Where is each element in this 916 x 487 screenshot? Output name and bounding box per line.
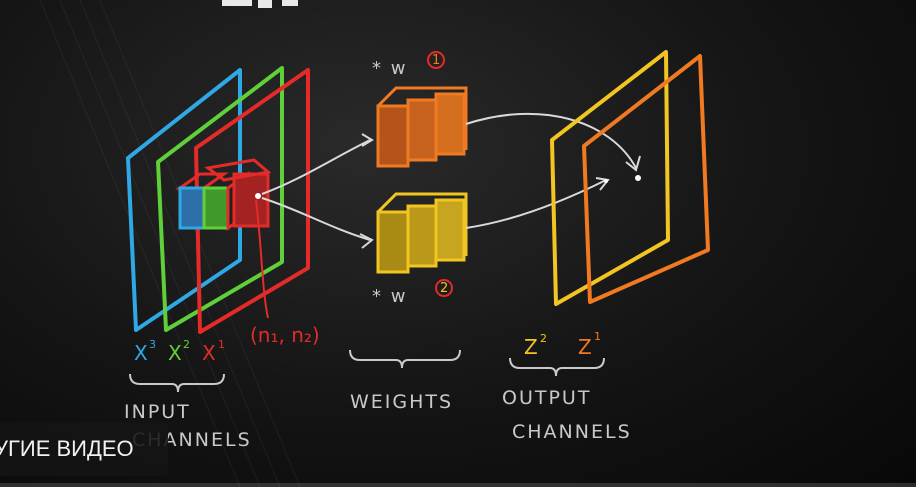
- x1-superscript: 1: [218, 338, 225, 351]
- z1-label: Z: [578, 335, 592, 359]
- title-fragment: [282, 0, 298, 6]
- weight-2-label: * w: [372, 286, 407, 307]
- weights-caption: WEIGHTS: [350, 391, 453, 413]
- position-pointer: [255, 199, 269, 319]
- x3-superscript: 3: [149, 338, 156, 351]
- receptive-field-cubes: [175, 158, 272, 231]
- input-caption-line1: INPUT: [124, 401, 191, 423]
- output-plane-z1: [582, 54, 710, 304]
- weight-1-circle: [427, 51, 445, 69]
- output-channels-diagram: [550, 50, 710, 306]
- position-label: (n₁, n₂): [250, 323, 320, 347]
- weight-2-superscript: 2: [440, 281, 448, 296]
- x1-label: X: [202, 341, 216, 365]
- weight-1-filter: [376, 86, 468, 168]
- weight-1-label: * w: [372, 58, 407, 79]
- weight-1-superscript: 1: [432, 53, 440, 68]
- more-videos-button[interactable]: УГИЕ ВИДЕО: [0, 422, 168, 476]
- group-braces: [129, 349, 605, 393]
- weight-2-filter: [376, 192, 468, 274]
- output-plane-z2: [550, 50, 670, 306]
- weight-2-circle: [435, 279, 453, 297]
- video-progress-track[interactable]: [0, 483, 916, 487]
- x3-label: X: [134, 341, 148, 365]
- z2-superscript: 2: [540, 332, 547, 345]
- title-fragment: [222, 0, 252, 6]
- input-plane-x2: [156, 66, 284, 332]
- input-plane-x3: [126, 68, 242, 332]
- z2-label: Z: [524, 335, 538, 359]
- title-fragment: [258, 0, 272, 8]
- x2-superscript: 2: [183, 338, 190, 351]
- x2-label: X: [168, 341, 182, 365]
- input-plane-x1: [194, 68, 310, 334]
- input-channels-diagram: [126, 66, 310, 334]
- z1-superscript: 1: [594, 330, 601, 343]
- output-caption-line2: CHANNELS: [512, 421, 632, 443]
- output-caption-line1: OUTPUT: [502, 387, 591, 409]
- flow-arrows: [261, 112, 641, 249]
- more-videos-label: УГИЕ ВИДЕО: [0, 436, 134, 461]
